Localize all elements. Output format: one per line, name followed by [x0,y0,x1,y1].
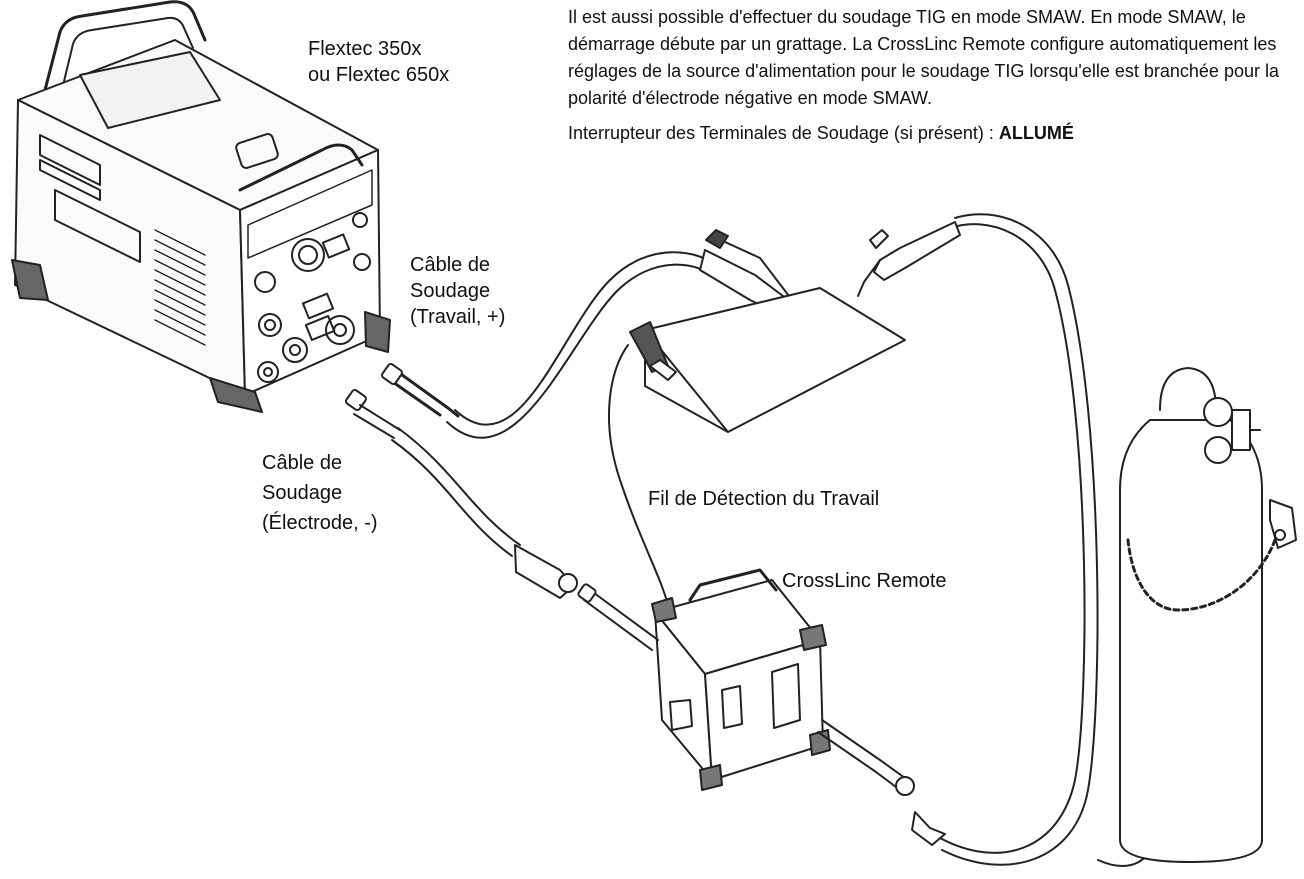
switch-value: ALLUMÉ [998,123,1074,143]
gas-cylinder [1119,367,1297,863]
power-source-label-line1: Flextec 350x [308,38,422,60]
work-cable-label-line1: Câble de [410,254,491,276]
electrode-cable-label-line2: Soudage [262,482,343,504]
switch-instruction: Interrupteur des Terminales de Soudage (… [568,120,1288,147]
remote-label: CrossLinc Remote [782,570,947,592]
flextec-power-source [11,0,391,413]
tig-torch [857,221,961,297]
work-cable [381,251,721,439]
work-cable-label: Câble de Soudage (Travail, +) [410,252,505,330]
sense-lead-clip [607,321,677,606]
power-source-label: Flextec 350x ou Flextec 650x [308,36,449,88]
instructions-paragraph: Il est aussi possible d'effectuer du sou… [568,7,1279,108]
electrode-cable [345,389,578,599]
crosslinc-remote-unit [577,568,915,796]
sense-lead-label: Fil de Détection du Travail [648,488,880,510]
work-piece [644,287,906,433]
electrode-cable-label: Câble de Soudage (Électrode, -) [262,448,378,538]
tig-torch-lead [911,213,1099,866]
work-cable-label-line2: Soudage [410,280,491,302]
power-source-label-line2: ou Flextec 650x [308,64,450,86]
switch-label: Interrupteur des Terminales de Soudage (… [568,123,999,143]
electrode-cable-label-line3: (Électrode, -) [262,512,378,534]
work-cable-label-line3: (Travail, +) [410,306,506,328]
electrode-cable-label-line1: Câble de [262,452,343,474]
instructions-block: Il est aussi possible d'effectuer du sou… [568,4,1288,147]
